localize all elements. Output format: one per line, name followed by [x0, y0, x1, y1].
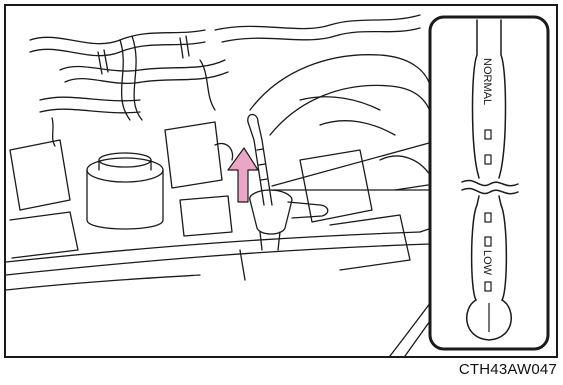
normal-mark-label: NORMAL [481, 58, 493, 105]
low-mark-label: LOW [481, 250, 493, 276]
dipstick-zoom-callout: NORMAL LOW [430, 17, 548, 349]
engine-bay-drawing [6, 15, 445, 356]
figure-code: CTH43AW047 [459, 361, 557, 378]
zoom-leader-lines [272, 140, 440, 190]
